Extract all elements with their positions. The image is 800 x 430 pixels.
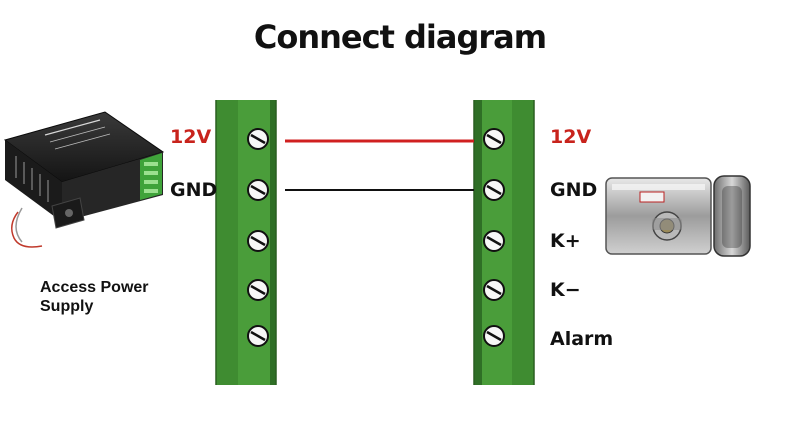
right-label-gnd: GND xyxy=(550,179,598,201)
left-screw-2 xyxy=(247,179,269,201)
right-screw-2 xyxy=(483,179,505,201)
left-screw-3 xyxy=(247,230,269,252)
right-screw-4 xyxy=(483,279,505,301)
left-screw-4 xyxy=(247,279,269,301)
right-screw-1 xyxy=(483,128,505,150)
left-label-gnd: GND xyxy=(170,179,218,201)
left-screw-5 xyxy=(247,325,269,347)
power-supply-caption-line1: Access Power xyxy=(40,279,149,296)
right-label-k-minus: K− xyxy=(550,279,581,301)
power-supply-caption: Access Power Supply xyxy=(40,278,149,316)
right-screw-3 xyxy=(483,230,505,252)
left-label-12v: 12V xyxy=(170,126,212,148)
left-terminal-block xyxy=(215,100,277,385)
left-screw-1 xyxy=(247,128,269,150)
diagram-title: Connect diagram xyxy=(253,18,547,56)
power-supply-image xyxy=(3,111,165,248)
right-terminal-block xyxy=(473,100,535,385)
right-screw-5 xyxy=(483,325,505,347)
right-label-k-plus: K+ xyxy=(550,230,581,252)
electric-lock-image xyxy=(605,175,751,257)
right-label-alarm: Alarm xyxy=(550,328,614,350)
power-supply-caption-line2: Supply xyxy=(40,298,94,315)
right-label-12v: 12V xyxy=(550,126,592,148)
